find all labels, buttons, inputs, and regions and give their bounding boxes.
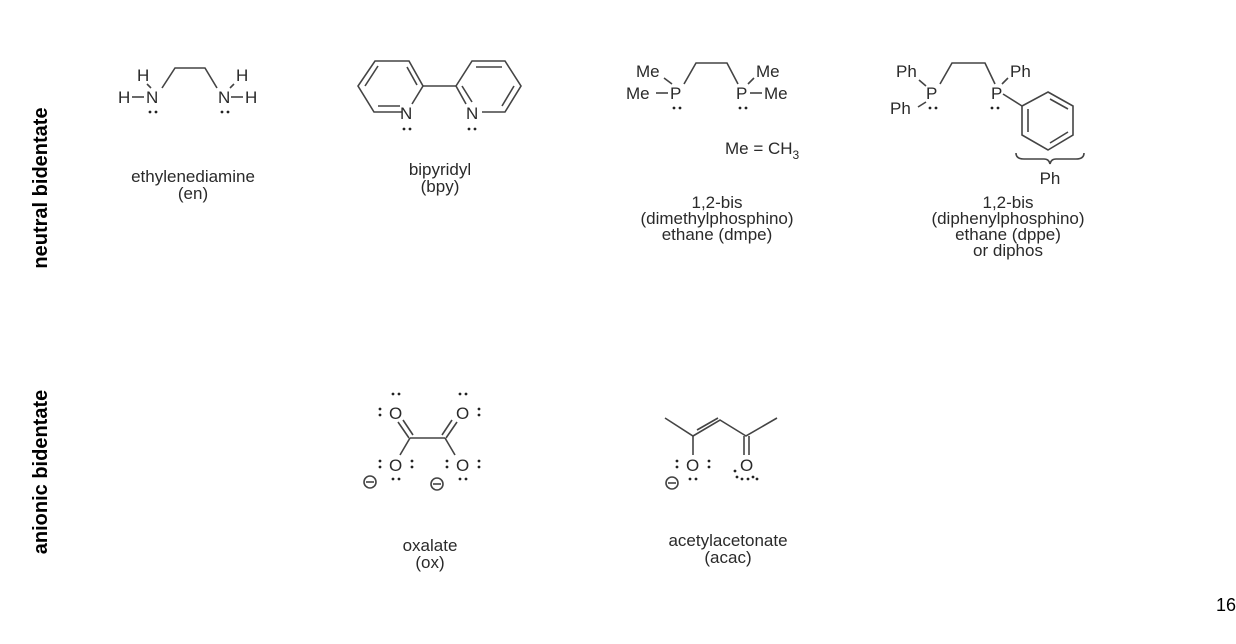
svg-text:Ph: Ph	[890, 99, 911, 118]
svg-text:H: H	[137, 66, 149, 85]
minus-charge-icon	[430, 477, 444, 491]
structure-dmpe: Me Me P P Me Me	[626, 62, 788, 110]
svg-text:N: N	[146, 88, 158, 107]
svg-text:O: O	[686, 456, 699, 475]
svg-text:Me: Me	[626, 84, 650, 103]
label-ph-brace: Ph	[1040, 169, 1061, 188]
structure-bipyridyl: N N	[357, 60, 522, 131]
svg-text:H: H	[118, 88, 130, 107]
label-acac-name: acetylacetonate	[668, 531, 787, 550]
structure-acetylacetonate: O O	[664, 417, 778, 490]
svg-text:Me: Me	[756, 62, 780, 81]
svg-text:N: N	[400, 104, 412, 123]
me-definition: Me = CH3	[725, 139, 800, 162]
label-en-abbr: (en)	[178, 184, 208, 203]
svg-text:P: P	[991, 84, 1002, 103]
label-en-name: ethylenediamine	[131, 167, 255, 186]
svg-text:O: O	[389, 404, 402, 423]
label-dmpe-line2: (dimethylphosphino)	[640, 209, 793, 228]
page-number: 16	[1216, 595, 1236, 615]
structure-ethylenediamine: H H N N H H	[118, 66, 257, 114]
label-dppe-line2: (diphenylphosphino)	[931, 209, 1084, 228]
label-dppe-line4: or diphos	[973, 241, 1043, 260]
svg-text:P: P	[670, 84, 681, 103]
svg-text:H: H	[245, 88, 257, 107]
svg-text:Me: Me	[764, 84, 788, 103]
label-ox-name: oxalate	[403, 536, 458, 555]
structure-dppe: Ph P Ph P Ph	[890, 62, 1085, 165]
svg-text:O: O	[456, 404, 469, 423]
label-acac-abbr: (acac)	[704, 548, 751, 567]
svg-text:P: P	[926, 84, 937, 103]
structure-oxalate: O O O O	[363, 392, 481, 491]
row-label-neutral: neutral bidentate	[30, 107, 52, 268]
svg-text:Ph: Ph	[1010, 62, 1031, 81]
label-bpy-name: bipyridyl	[409, 160, 471, 179]
row-label-anionic: anionic bidentate	[30, 390, 52, 554]
svg-text:P: P	[736, 84, 747, 103]
label-dppe-line3: ethane (dppe)	[955, 225, 1061, 244]
svg-text:Me: Me	[636, 62, 660, 81]
svg-text:O: O	[456, 456, 469, 475]
svg-text:Ph: Ph	[896, 62, 917, 81]
svg-text:O: O	[740, 456, 753, 475]
svg-text:O: O	[389, 456, 402, 475]
minus-charge-icon	[363, 475, 377, 489]
label-dmpe-line1: 1,2-bis	[691, 193, 742, 212]
svg-text:N: N	[466, 104, 478, 123]
svg-text:H: H	[236, 66, 248, 85]
label-bpy-abbr: (bpy)	[421, 177, 460, 196]
svg-text:N: N	[218, 88, 230, 107]
label-dppe-line1: 1,2-bis	[982, 193, 1033, 212]
minus-charge-icon	[665, 476, 679, 490]
label-dmpe-line3: ethane (dmpe)	[662, 225, 773, 244]
label-ox-abbr: (ox)	[415, 553, 444, 572]
